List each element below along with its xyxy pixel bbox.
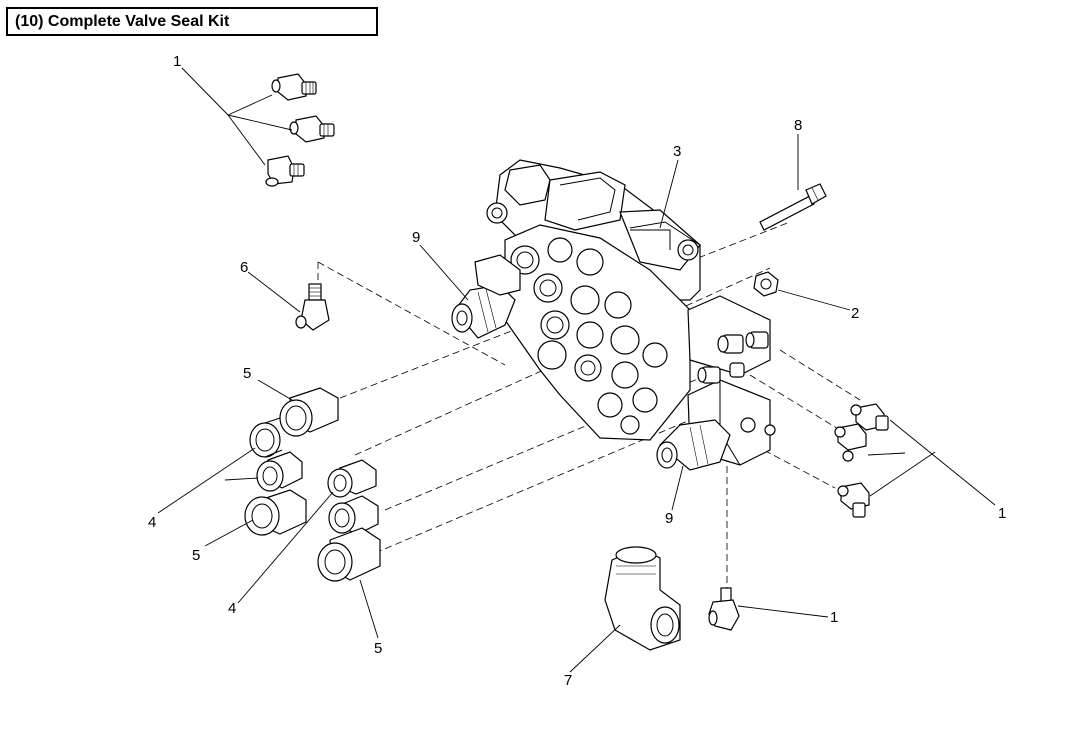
elbow-fitting-group-top xyxy=(265,73,335,187)
elbow-fitting-bottom xyxy=(708,587,740,631)
callout-5-left: 5 xyxy=(192,547,200,564)
adapter-fitting-center-1 xyxy=(327,459,377,498)
callout-4-bottom: 4 xyxy=(228,600,236,617)
callout-3: 3 xyxy=(673,143,681,160)
valve-section-plate xyxy=(629,221,701,246)
elbow-fitting-small xyxy=(295,283,330,331)
solenoid-coil-upper xyxy=(451,254,521,339)
hex-nut xyxy=(753,271,779,297)
callout-8: 8 xyxy=(794,117,802,134)
large-elbow-fitting xyxy=(604,546,681,651)
callout-4-left: 4 xyxy=(148,514,156,531)
callout-6: 6 xyxy=(240,259,248,276)
elbow-fitting-group-right xyxy=(834,403,889,518)
callout-5-bottom: 5 xyxy=(374,640,382,657)
adapter-fitting-mid xyxy=(256,451,303,492)
seal-ring-upper xyxy=(249,417,283,458)
valve-body-assembly xyxy=(486,159,776,466)
adapter-fitting-large-lower xyxy=(244,489,307,536)
callout-7: 7 xyxy=(564,672,572,689)
callout-9-top: 9 xyxy=(412,229,420,246)
adapter-fitting-center-large xyxy=(317,527,381,582)
callout-5-top: 5 xyxy=(243,365,251,382)
adapter-fitting-large-upper xyxy=(279,387,339,437)
long-bolt xyxy=(759,183,827,231)
adapter-fitting-center-2 xyxy=(328,495,379,535)
callout-1-right: 1 xyxy=(998,505,1006,522)
assembly-guide-lines xyxy=(317,221,861,590)
callout-leader-lines xyxy=(157,67,996,673)
callout-1-bottom: 1 xyxy=(830,609,838,626)
diagram-title: (10) Complete Valve Seal Kit xyxy=(6,7,378,36)
callout-2: 2 xyxy=(851,305,859,322)
callout-labels: 1 1 1 2 3 4 4 5 5 5 6 7 8 9 9 xyxy=(148,53,1006,689)
valve-port-circles xyxy=(510,237,668,435)
callout-1-top: 1 xyxy=(173,53,181,70)
callout-9-bottom: 9 xyxy=(665,510,673,527)
solenoid-coil-lower xyxy=(656,419,731,471)
